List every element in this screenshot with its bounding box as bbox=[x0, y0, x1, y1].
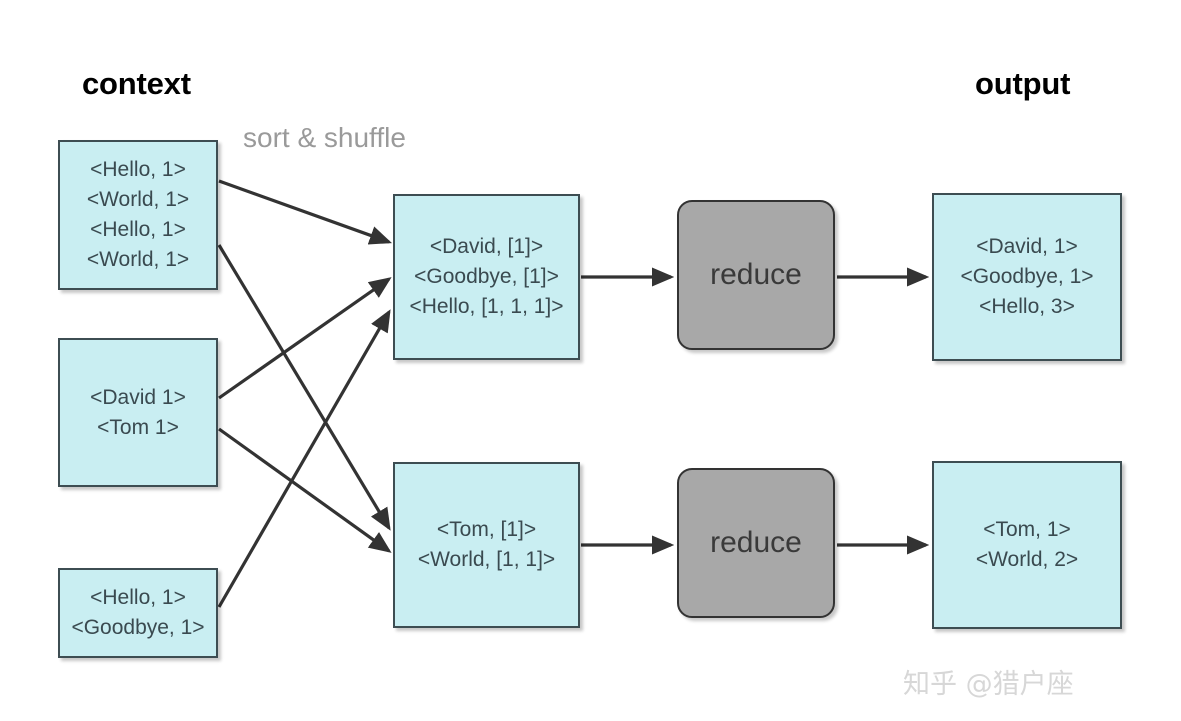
watermark: 知乎 @猎户座 bbox=[903, 669, 1074, 700]
arrow-ctx-1-to-grp-1 bbox=[218, 179, 393, 245]
context-entry-line: <World, 1> bbox=[86, 188, 190, 212]
output-entry-line: <David, 1> bbox=[976, 235, 1078, 259]
shuffle-entry-line: <Goodbye, [1]> bbox=[414, 265, 559, 289]
sort-shuffle-label: sort & shuffle bbox=[243, 122, 406, 153]
shuffle-group-1[interactable]: <David, [1]> <Goodbye, [1]> <Hello, [1, 1,… bbox=[393, 194, 580, 360]
context-entry-line: <Tom 1> bbox=[97, 415, 179, 439]
arrow-ctx-2-to-grp-2 bbox=[218, 427, 392, 553]
reduce-node-1[interactable]: reduce bbox=[677, 200, 835, 350]
arrow-ctx-1-to-grp-2 bbox=[217, 244, 391, 531]
reduce-label-line: reduce bbox=[710, 525, 802, 559]
context-block-1[interactable]: <Hello, 1> <World, 1> <Hello, 1> <World, 1> bbox=[58, 140, 218, 290]
output-entry-line: <World, 2> bbox=[975, 548, 1079, 571]
shuffle-entry-line: <Hello, [1, 1, 1]> bbox=[409, 294, 564, 318]
context-entry-line: <Hello, 1> bbox=[90, 158, 186, 182]
context-entry-line: <Hello, 1> bbox=[90, 218, 186, 241]
arrow-ctx-2-to-grp-1 bbox=[218, 277, 392, 400]
output-block-2[interactable]: <Tom, 1> <World, 2> bbox=[932, 461, 1122, 629]
context-entry-line: <David 1> bbox=[90, 385, 186, 409]
page-title-context: context bbox=[82, 66, 191, 101]
shuffle-entry-line: <World, [1, 1]> bbox=[417, 548, 556, 571]
context-block-2[interactable]: <David 1> <Tom 1> bbox=[58, 338, 218, 487]
shuffle-entry-line: <Tom, [1]> bbox=[436, 518, 537, 542]
shuffle-group-2[interactable]: <Tom, [1]> <World, [1, 1]> bbox=[393, 462, 580, 628]
shuffle-entry-line: <David, [1]> bbox=[429, 235, 544, 259]
output-block-1[interactable]: <David, 1> <Goodbye, 1> <Hello, 3> bbox=[932, 193, 1122, 361]
context-entry-line: <Goodbye, 1> bbox=[71, 616, 205, 639]
context-entry-line: <World, 1> bbox=[86, 247, 190, 271]
page-title-output: output bbox=[975, 66, 1071, 101]
output-entry-line: <Hello, 3> bbox=[979, 294, 1075, 318]
context-block-3[interactable]: <Hello, 1> <Goodbye, 1> bbox=[58, 568, 218, 658]
reduce-node-2[interactable]: reduce bbox=[677, 468, 835, 618]
output-entry-line: <Goodbye, 1> bbox=[960, 265, 1094, 289]
context-entry-line: <Hello, 1> bbox=[90, 586, 186, 610]
arrow-ctx-3-to-grp-1 bbox=[217, 309, 391, 608]
output-entry-line: <Tom, 1> bbox=[983, 518, 1071, 542]
reduce-label-line: reduce bbox=[710, 257, 802, 291]
